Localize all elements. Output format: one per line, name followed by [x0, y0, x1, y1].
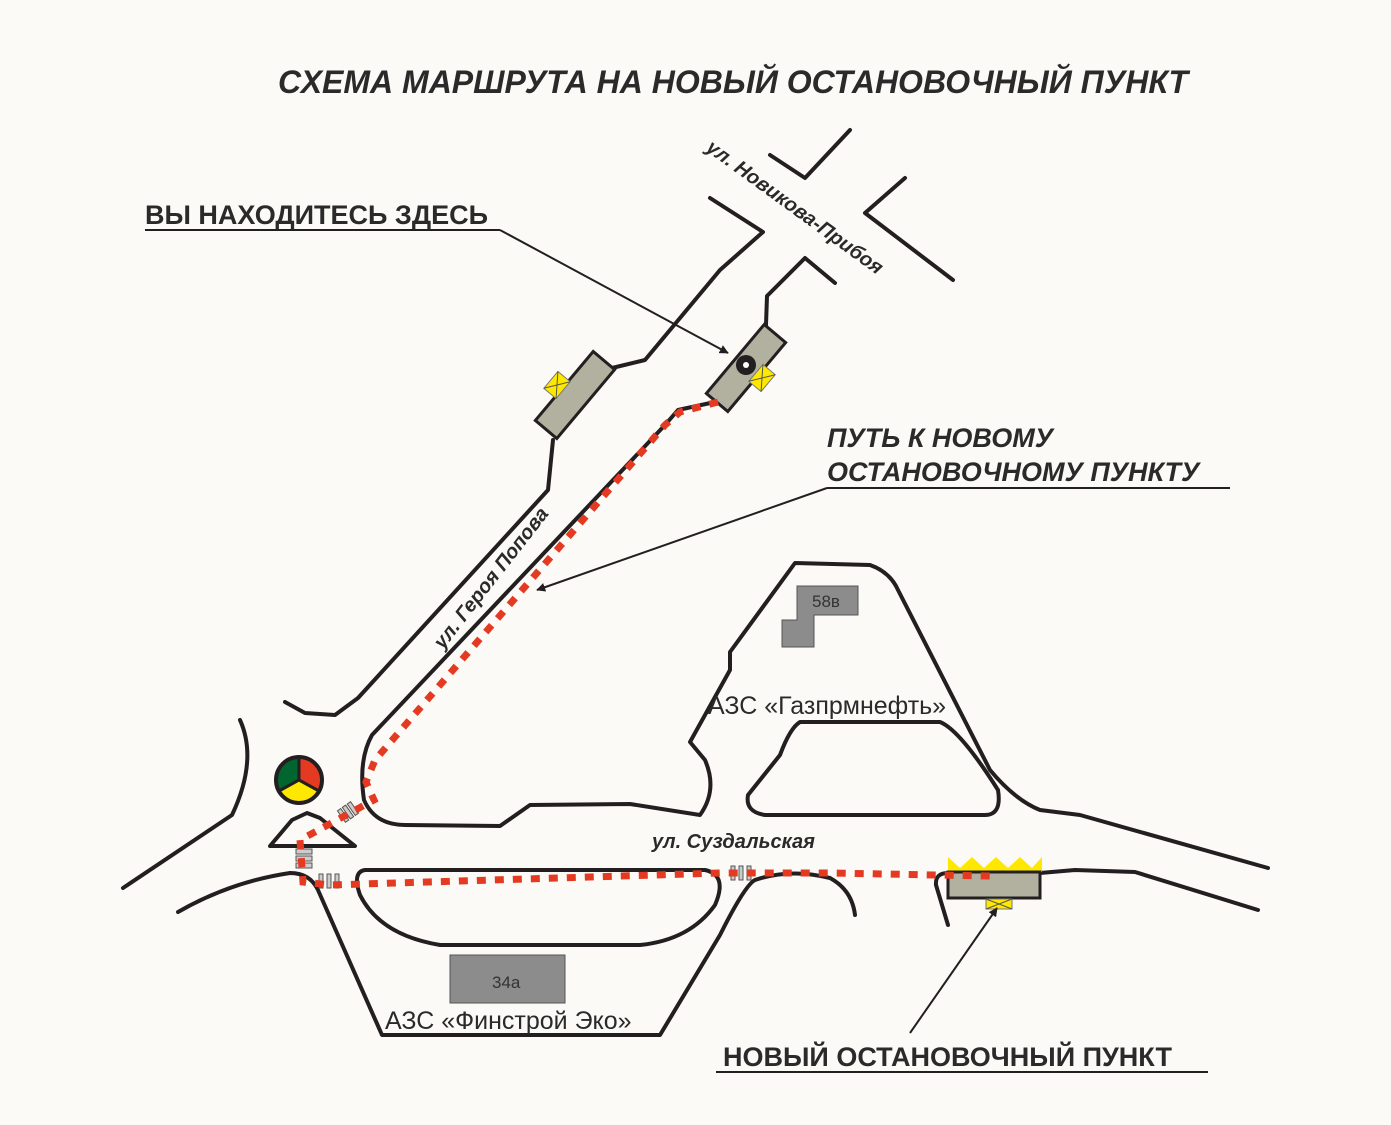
- leader-lines: [145, 229, 1230, 1073]
- svg-text:58в: 58в: [812, 592, 840, 611]
- zigzag-highlight-icon: [948, 857, 1042, 872]
- old-bus-stop-left: [533, 349, 617, 441]
- pavilion-icon: [985, 898, 1013, 910]
- street-suzdalskaya: ул. Суздальская: [651, 831, 815, 853]
- street-novikova-priboya: ул. Новикова-Прибоя: [701, 136, 887, 280]
- building-34a: 34а: [449, 954, 566, 1004]
- you-are-here-label: ВЫ НАХОДИТЕСЬ ЗДЕСЬ: [145, 200, 488, 230]
- building-58v: 58в: [781, 585, 859, 648]
- traffic-light-icon: [274, 755, 324, 805]
- gas-station-gazprom: АЗС «Газпрмнефть»: [708, 692, 946, 720]
- map-title: СХЕМА МАРШРУТА НА НОВЫЙ ОСТАНОВОЧНЫЙ ПУН…: [278, 64, 1190, 100]
- path-label-line1: ПУТЬ К НОВОМУ: [827, 423, 1055, 453]
- pavilion-icon: [543, 370, 571, 400]
- pavilion-icon: [748, 363, 776, 393]
- new-stop-label: НОВЫЙ ОСТАНОВОЧНЫЙ ПУНКТ: [723, 1041, 1172, 1072]
- walking-route: [296, 398, 991, 889]
- current-bus-stop: [704, 322, 788, 414]
- new-bus-stop: [946, 857, 1042, 910]
- path-label-line2: ОСТАНОВОЧНОМУ ПУНКТУ: [827, 457, 1201, 487]
- gas-station-finstroy: АЗС «Финстрой Эко»: [385, 1007, 632, 1035]
- roads: [121, 128, 1270, 1037]
- svg-text:34а: 34а: [492, 973, 521, 992]
